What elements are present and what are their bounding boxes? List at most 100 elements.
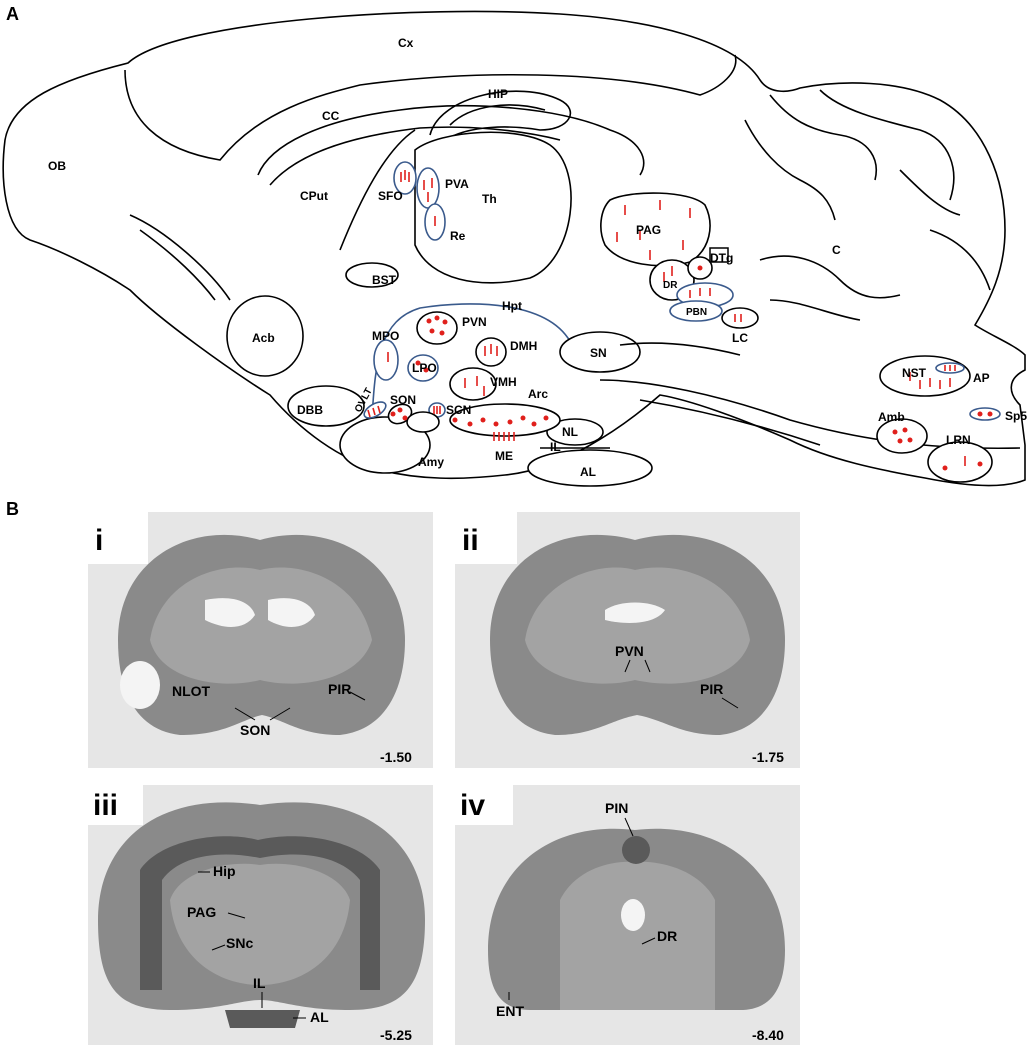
label-dbb: DBB: [297, 403, 323, 417]
label-ap: AP: [973, 371, 990, 385]
section-ii: ii PVN PIR -1.75: [455, 512, 800, 768]
label-scn: SCN: [446, 403, 471, 417]
label-arc: Arc: [528, 387, 548, 401]
section-i-label-son: SON: [240, 722, 270, 738]
label-re: Re: [450, 229, 466, 243]
label-il: IL: [550, 440, 561, 454]
brainstem-line-3: [619, 342, 741, 356]
sn-region: [559, 331, 641, 373]
nl-region: [546, 418, 604, 446]
arc-region: [449, 403, 561, 437]
cerebellum: [744, 89, 991, 321]
label-pvn: PVN: [462, 315, 487, 329]
cortex-inner-line: [124, 54, 737, 161]
label-hip: HIP: [488, 87, 508, 101]
section-iv-label-pin: PIN: [605, 800, 628, 816]
corpus-callosum-lower-line: [269, 126, 561, 186]
label-vmh: VMH: [490, 375, 517, 389]
label-lrn: LRN: [946, 433, 971, 447]
label-sp5: Sp5: [1005, 409, 1027, 423]
section-iii-coordinate: -5.25: [380, 1027, 412, 1043]
label-mpo: MPO: [372, 329, 399, 343]
section-iv-coordinate: -8.40: [752, 1027, 784, 1043]
label-me: ME: [495, 449, 513, 463]
amy-region: [339, 416, 431, 474]
section-iii-label-al: AL: [310, 1009, 329, 1025]
label-nst: NST: [902, 366, 927, 380]
hippocampus-outline: [429, 90, 572, 141]
pbn-region: [669, 300, 723, 322]
section-iv: iv PIN DR ENT -8.40: [455, 785, 800, 1045]
label-cc: CC: [322, 109, 340, 123]
section-i: i NLOT SON PIR -1.50: [88, 512, 433, 768]
label-acb: Acb: [252, 331, 275, 345]
acb-region: [226, 295, 304, 377]
section-ii-numeral: ii: [462, 524, 479, 557]
label-dr: DR: [663, 280, 678, 291]
label-nl: NL: [562, 425, 578, 439]
marker-dots: [390, 265, 993, 471]
label-sn: SN: [590, 346, 607, 360]
section-iv-label-ent: ENT: [496, 1003, 524, 1019]
section-iii-numeral: iii: [93, 789, 118, 822]
section-iv-corner: [455, 785, 513, 825]
label-cx: Cx: [398, 36, 414, 50]
section-i-coordinate: -1.50: [380, 749, 412, 765]
brain-outline: [2, 10, 1026, 487]
label-pbn: PBN: [686, 307, 707, 318]
dbb-region: [287, 385, 365, 427]
label-amb: Amb: [878, 410, 905, 424]
label-lpo: LPO: [412, 361, 437, 375]
section-iv-label-dr: DR: [657, 928, 677, 944]
label-pag: PAG: [636, 223, 661, 237]
marker-bars: [367, 170, 966, 466]
brainstem-line-2: [639, 399, 821, 446]
label-th: Th: [482, 192, 497, 206]
lrn-region: [927, 441, 993, 483]
section-iii-label-pag: PAG: [187, 904, 216, 920]
section-iii-label-il: IL: [253, 975, 266, 991]
section-ii-corner: [455, 512, 517, 564]
section-iii: iii Hip PAG SNc IL AL -5.25: [88, 785, 433, 1045]
panel-b-letter: B: [6, 499, 19, 519]
scn-lower-region: [406, 411, 440, 433]
section-ii-label-pvn: PVN: [615, 643, 644, 659]
lc-region: [721, 307, 759, 329]
thalamus-region: [414, 131, 572, 284]
section-iii-label-snc: SNc: [226, 935, 253, 951]
label-lc: LC: [732, 331, 748, 345]
section-ii-coordinate: -1.75: [752, 749, 784, 765]
section-i-label-nlot: NLOT: [172, 683, 211, 699]
label-dmh: DMH: [510, 339, 537, 353]
corpus-callosum-line: [257, 104, 645, 176]
panel-a-letter: A: [6, 4, 19, 24]
label-son: SON: [390, 393, 416, 407]
label-ob: OB: [48, 159, 66, 173]
label-al: AL: [580, 465, 596, 479]
label-dtg: DTg: [710, 251, 733, 265]
label-hpt: Hpt: [502, 299, 522, 313]
label-cput: CPut: [300, 189, 328, 203]
section-i-numeral: i: [95, 524, 103, 557]
section-iv-numeral: iv: [460, 789, 485, 822]
lpo-region: [407, 354, 439, 382]
olfactory-stalk: [129, 214, 231, 301]
section-iii-corner: [88, 785, 143, 825]
bst-region: [345, 262, 399, 288]
label-amy: Amy: [418, 455, 444, 469]
section-iii-label-hip: Hip: [213, 863, 236, 879]
section-i-label-pir: PIR: [328, 681, 351, 697]
cput-boundary: [339, 129, 416, 251]
amb-region: [876, 418, 928, 454]
label-bst: BST: [372, 273, 397, 287]
mpo-region: [373, 339, 399, 381]
section-ii-label-pir: PIR: [700, 681, 723, 697]
label-sfo: SFO: [378, 189, 403, 203]
label-pva: PVA: [445, 177, 469, 191]
label-c: C: [832, 243, 841, 257]
al-region: [527, 449, 653, 487]
section-i-corner: [88, 512, 148, 564]
hippocampus-inner-line: [449, 104, 546, 126]
dtg-box: [709, 247, 729, 263]
